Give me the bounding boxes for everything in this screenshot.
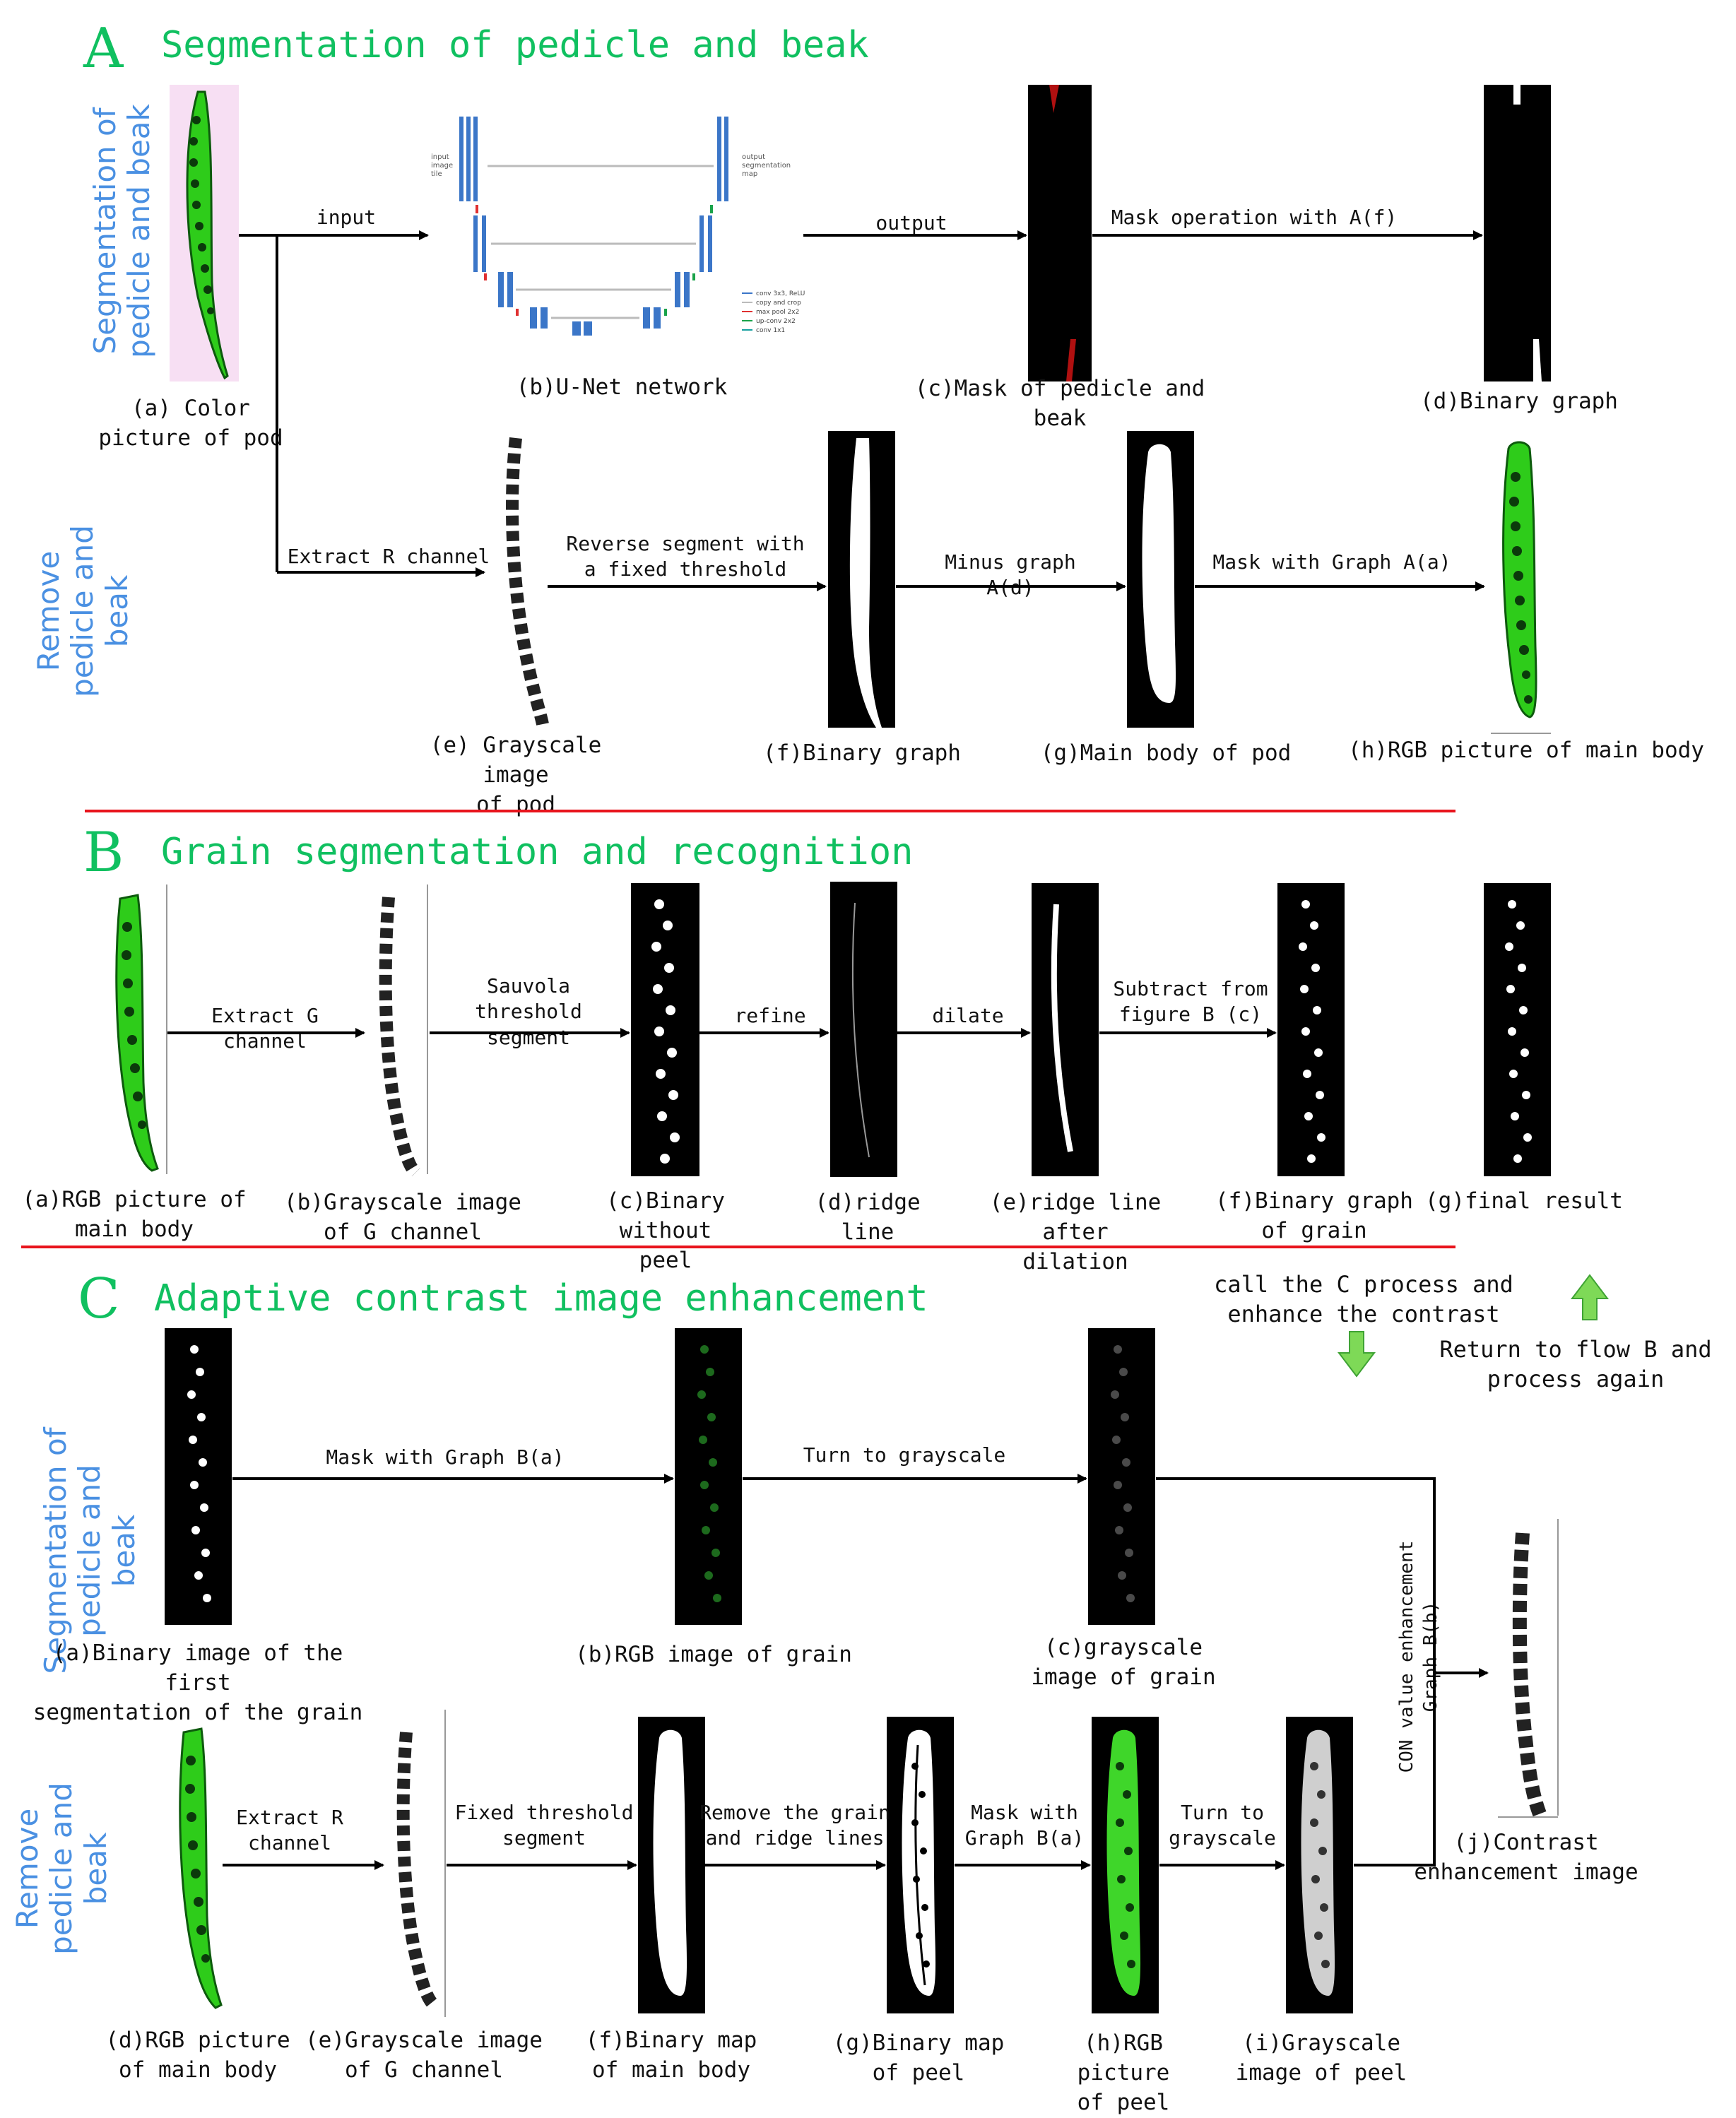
c-grayscale-grain-image	[1088, 1328, 1155, 1625]
c-binary-peel-image	[887, 1717, 954, 2013]
divider-b-c	[21, 1246, 1455, 1248]
c-binary-main-body-image	[638, 1717, 705, 2013]
arrow-label-extract-g: Extract G channel	[211, 1004, 319, 1053]
svg-text:segmentation: segmentation	[742, 162, 791, 170]
caption-a-h: (h)RGB picture of main body	[1348, 738, 1704, 763]
section-a-letter: A	[83, 17, 124, 81]
caption-a-c: (c)Mask of pedicle and beak	[914, 376, 1205, 431]
arrow-label-sauvola: Sauvola threshold segment	[475, 974, 582, 1049]
arrow-label-fixed-threshold: Fixed threshold segment	[454, 1801, 634, 1850]
caption-c-g: (g)Binary map of peel	[832, 2030, 1005, 2086]
caption-a-g: (g)Main body of pod	[1040, 740, 1292, 766]
return-flow-b-text: Return to flow B and process again	[1439, 1336, 1712, 1392]
caption-a-b: (b)U-Net network	[516, 374, 728, 400]
binary-graph-a-image	[1484, 85, 1551, 381]
caption-b-b: (b)Grayscale image of G channel	[284, 1190, 521, 1245]
c-grayscale-peel-image	[1286, 1717, 1353, 2013]
b-final-result-image	[1484, 883, 1551, 1176]
arrow-label-remove-grain: Remove the grain and ridge lines	[699, 1801, 890, 1850]
arrow-label-extract-r: Extract R channel	[287, 545, 490, 568]
caption-b-d: (d)ridge line	[815, 1190, 921, 1245]
svg-text:image: image	[431, 162, 453, 170]
unet-legend-3: up-conv 2x2	[756, 318, 796, 325]
caption-c-b: (b)RGB image of grain	[575, 1642, 852, 1667]
caption-a-e: (e) Grayscale image of pod	[430, 733, 602, 817]
caption-b-c: (c)Binary without peel	[606, 1188, 725, 1273]
svg-text:input: input	[431, 153, 449, 161]
caption-a-d: (d)Binary graph	[1420, 389, 1618, 414]
color-pod-image	[170, 85, 239, 381]
unet-legend-1: copy and crop	[756, 300, 801, 307]
arrow-label-turn-gray1: Turn to grayscale	[803, 1443, 1006, 1467]
section-c-letter: C	[78, 1267, 120, 1331]
b-ridge-dilation-image	[1032, 883, 1099, 1176]
caption-b-f: (f)Binary graph of grain	[1215, 1188, 1413, 1243]
unet-legend-2: max pool 2x2	[756, 309, 799, 316]
arrow-label-mask-gb: Mask with Graph B(a)	[326, 1445, 565, 1469]
c-contrast-enhancement-image	[1491, 1519, 1561, 1823]
unet-legend-4: conv 1x1	[756, 327, 785, 334]
mask-pedicle-beak-image	[1028, 85, 1092, 381]
c-grayscale-g-image	[385, 1718, 452, 2015]
caption-a-f: (f)Binary graph	[763, 740, 961, 766]
svg-text:map: map	[742, 170, 757, 178]
arrow-label-output: output	[875, 211, 947, 235]
caption-b-g: (g)final result	[1425, 1188, 1623, 1214]
svg-text:tile: tile	[431, 170, 442, 178]
section-c-title: Adaptive contrast image enhancement	[154, 1277, 928, 1320]
b-binary-without-peel-image	[631, 883, 699, 1176]
section-b-letter: B	[83, 821, 124, 885]
b-binary-grain-image	[1277, 883, 1345, 1176]
caption-b-e: (e)ridge line after dilation	[989, 1190, 1162, 1274]
arrow-label-mask-ga: Mask with Graph A(a)	[1212, 550, 1451, 574]
arrow-label-mask-with-gb: Mask with Graph B(a)	[964, 1801, 1085, 1850]
binary-graph-f-image	[828, 431, 895, 728]
c-rgb-peel-image	[1092, 1717, 1159, 2013]
arrow-label-turn-gray2: Turn to grayscale	[1169, 1801, 1276, 1850]
arrow-label-subtract: Subtract from figure B (c)	[1113, 977, 1268, 1027]
caption-c-f: (f)Binary map of main body	[585, 2028, 757, 2083]
main-body-pod-image	[1127, 431, 1194, 728]
divider-a-b	[85, 810, 1455, 812]
grayscale-pod-image	[488, 431, 565, 728]
arrow-label-extract-r-c: Extract R channel	[236, 1806, 343, 1855]
section-b-title: Grain segmentation and recognition	[161, 831, 914, 873]
svg-text:output: output	[742, 153, 765, 161]
arrow-label-reverse: Reverse segment with a fixed threshold	[566, 532, 805, 581]
caption-a-a: (a) Color picture of pod	[98, 396, 283, 451]
unet-legend-0: conv 3x3, ReLU	[756, 290, 805, 297]
arrow-label-refine: refine	[734, 1004, 806, 1027]
b-ridge-line-image	[830, 882, 897, 1177]
caption-c-a: (a)Binary image of the first segmentatio…	[33, 1640, 363, 1725]
c-binary-first-grain-image	[165, 1328, 232, 1625]
caption-b-a: (a)RGB picture of main body	[22, 1187, 247, 1242]
section-a-title: Segmentation of pedicle and beak	[161, 24, 869, 66]
b-grayscale-g-image	[367, 887, 431, 1178]
b-rgb-main-body-image	[102, 885, 166, 1174]
arrow-label-input: input	[316, 206, 377, 229]
rgb-main-body-image	[1487, 434, 1554, 731]
caption-c-j: (j)Contrast enhancement image	[1414, 1830, 1638, 1885]
caption-c-d: (d)RGB picture of main body	[105, 2028, 290, 2083]
c-rgb-main-body-image	[166, 1718, 230, 2015]
c-rgb-grain-image	[675, 1328, 742, 1625]
down-arrow-icon	[1337, 1331, 1376, 1378]
caption-c-i: (i)Grayscale image of peel	[1235, 2030, 1407, 2086]
caption-c-c: (c)grayscale image of grain	[1031, 1635, 1216, 1690]
up-arrow-icon	[1570, 1274, 1610, 1320]
arrow-label-mask-af: Mask operation with A(f)	[1111, 206, 1398, 229]
arrow-label-dilate: dilate	[932, 1004, 1004, 1027]
caption-c-e: (e)Grayscale image of G channel	[305, 2028, 543, 2083]
call-c-process-text: call the C process and enhance the contr…	[1214, 1271, 1513, 1327]
